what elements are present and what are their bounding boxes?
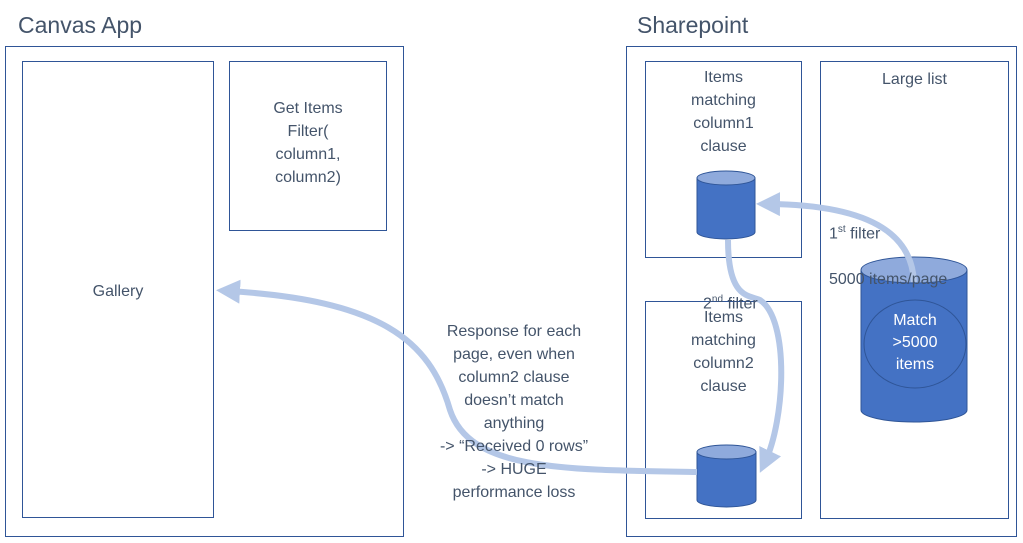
- response-annotation: Response for each page, even when column…: [439, 323, 589, 501]
- second-filter-label: 2nd filter: [703, 265, 758, 315]
- column1-matches-label: Items matching column1 clause: [691, 69, 756, 155]
- column2-cylinder-icon: [696, 444, 757, 508]
- sharepoint-title: Sharepoint: [637, 12, 749, 38]
- sharepoint-container: [626, 46, 1017, 537]
- column2-matches-box: [645, 301, 802, 519]
- second-filter-arrow: [725, 239, 785, 473]
- canvas-app-container: [5, 46, 404, 537]
- first-filter-rest: filter: [845, 225, 881, 243]
- first-filter-arrow: [756, 192, 917, 283]
- second-filter-num: 2: [703, 295, 712, 313]
- gallery-box: [22, 61, 214, 518]
- canvas-app-title: Canvas App: [18, 12, 143, 38]
- first-filter-line2: 5000 items/page: [829, 271, 948, 289]
- column2-matches-label: Items matching column2 clause: [691, 309, 756, 395]
- gallery-label: Gallery: [92, 283, 144, 300]
- response-arrow: [216, 279, 698, 475]
- first-filter-sup: st: [837, 224, 846, 235]
- first-filter-label: 1st filter 5000 items/page: [829, 195, 947, 291]
- column1-matches-box: [645, 61, 802, 258]
- get-items-label: Get Items Filter( column1, column2): [273, 100, 343, 186]
- large-cylinder-text: Match >5000 items: [892, 312, 938, 373]
- large-list-box: [820, 61, 1009, 519]
- large-list-label: Large list: [882, 71, 947, 88]
- first-filter-num: 1: [829, 225, 838, 243]
- second-filter-rest: filter: [723, 295, 758, 313]
- match-ellipse: [863, 299, 967, 389]
- column1-cylinder-icon: [696, 170, 756, 240]
- get-items-box: [229, 61, 387, 231]
- second-filter-sup: nd: [711, 294, 724, 305]
